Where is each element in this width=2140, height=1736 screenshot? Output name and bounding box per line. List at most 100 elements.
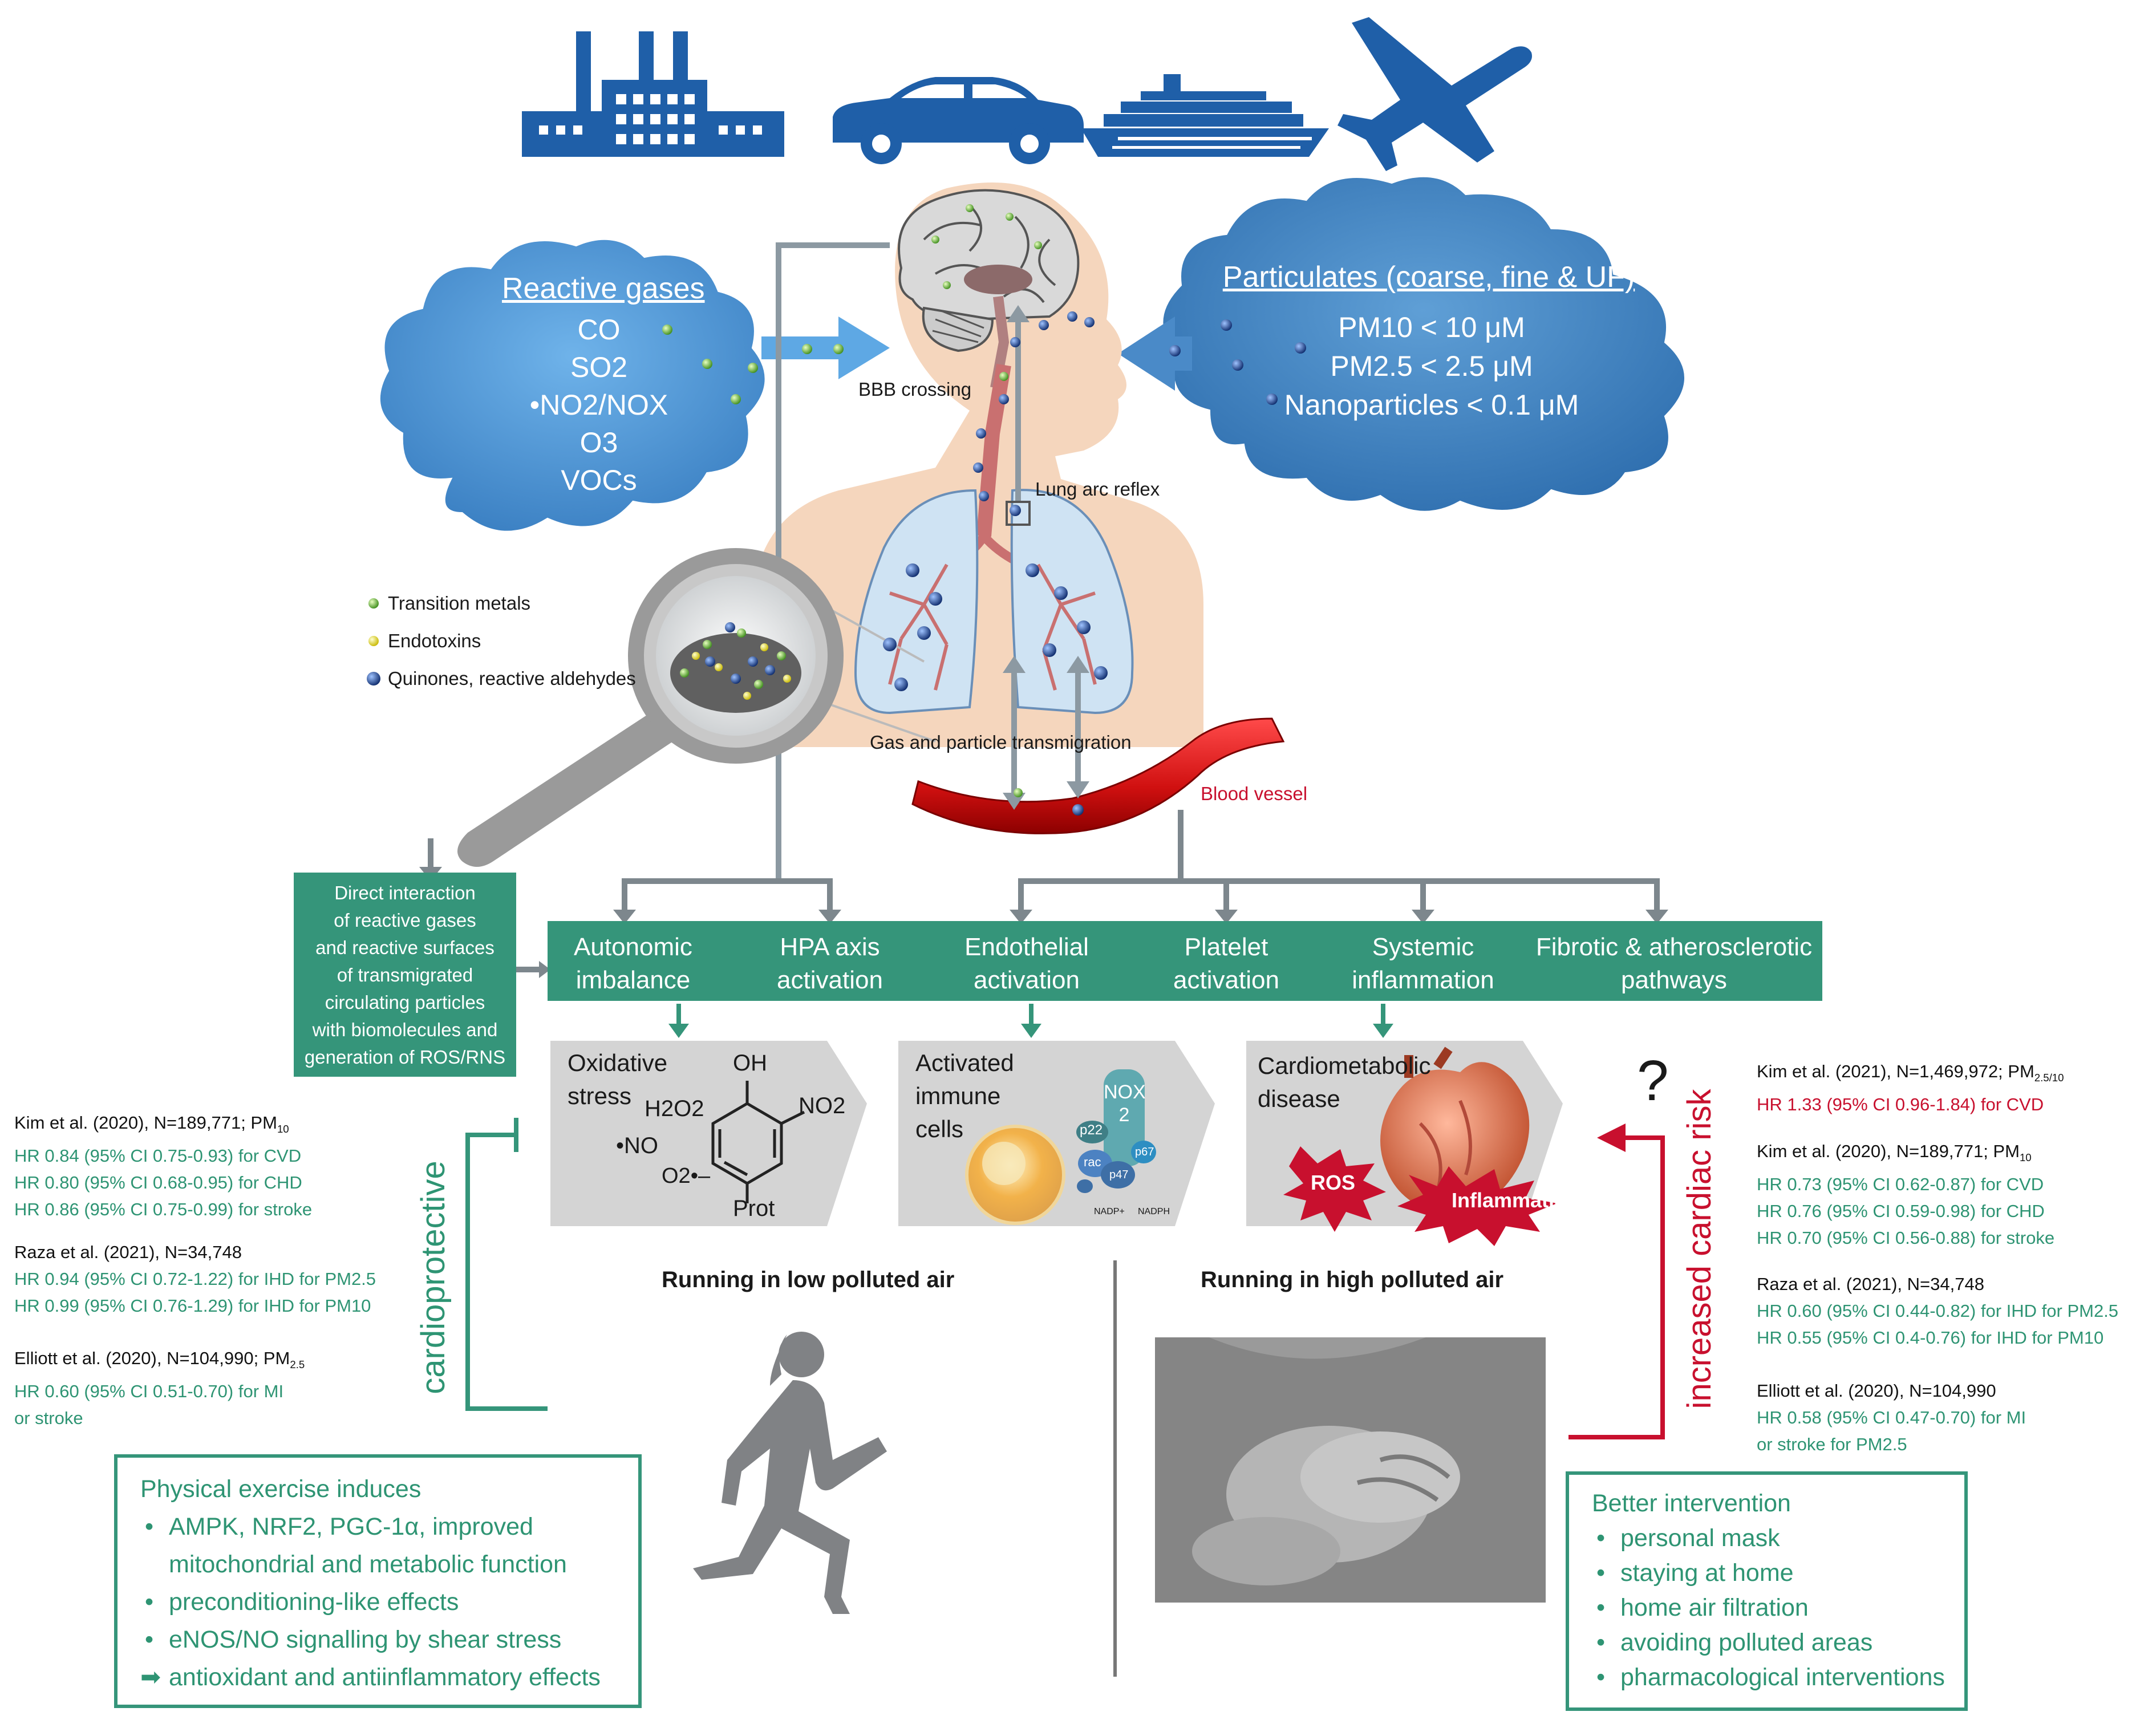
nox-l2: 2 <box>1118 1104 1130 1126</box>
exercise-result-text: antioxidant and antiinflammatory effects <box>169 1664 601 1691</box>
right-raza-head: Raza et al. (2021), N=34,748 <box>1757 1274 1984 1294</box>
pathway-systemic-l2: inflammation <box>1352 966 1494 994</box>
oxidative-l2: stress <box>568 1082 632 1109</box>
left-raza-pm10: HR 0.99 (95% CI 0.76-1.29) for IHD for P… <box>14 1296 371 1316</box>
exercise-item-enos: eNOS/NO signalling by shear stress <box>140 1621 638 1658</box>
right-kim20-chd: HR 0.76 (95% CI 0.59-0.98) for CHD <box>1757 1201 2045 1222</box>
left-study-elliott-2020: Elliott et al. (2020), N=104,990; PM2.5 … <box>14 1345 305 1431</box>
pathway-hpa-l1: HPA axis <box>780 933 880 961</box>
exercise-box: Physical exercise induces AMPK, NRF2, PG… <box>114 1454 642 1708</box>
pathway-endothelial-l1: Endothelial <box>964 933 1089 961</box>
immune-l3: cells <box>915 1116 964 1142</box>
gas-co: CO <box>577 314 621 346</box>
direct-interaction-box: Direct interaction of reactive gases and… <box>294 873 516 1077</box>
factory-icon <box>522 31 784 157</box>
nox-l1: NOX <box>1104 1081 1146 1103</box>
intervention-filtration: home air filtration <box>1592 1591 1964 1625</box>
pathway-platelet: Platelet activation <box>1141 931 1312 997</box>
gas-no2: •NO2/NOX <box>529 389 668 421</box>
right-raza-pm25: HR 0.60 (95% CI 0.44-0.82) for IHD for P… <box>1757 1301 2119 1321</box>
question-mark: ? <box>1637 1049 1669 1113</box>
legend-dots <box>367 598 380 686</box>
lungs <box>854 489 1134 715</box>
left-raza-head: Raza et al. (2021), N=34,748 <box>14 1242 242 1262</box>
pathways-bar <box>548 921 1822 1001</box>
reactive-gases-list: CO SO2 •NO2/NOX O3 VOCs <box>513 311 684 499</box>
intervention-avoid-text: avoiding polluted areas <box>1620 1629 1873 1656</box>
blood-vessel-label: Blood vessel <box>1201 783 1308 804</box>
intervention-home: staying at home <box>1592 1556 1964 1591</box>
gas-vocs: VOCs <box>561 464 637 496</box>
ros-label: ROS <box>1311 1171 1356 1194</box>
direct-line-5: circulating particles <box>325 992 485 1013</box>
increased-risk-label: increased cardiac risk <box>1681 1089 1719 1409</box>
h2o2-label: H2O2 <box>645 1096 704 1121</box>
right-study-kim-2021: Kim et al. (2021), N=1,469,972; PM2.5/10… <box>1757 1058 2064 1118</box>
ros-burst <box>1283 1146 1386 1232</box>
pathway-hpa-l2: activation <box>777 966 883 994</box>
running-high-label: Running in high polluted air <box>1201 1267 1504 1292</box>
particulates-cloud <box>1161 175 1687 513</box>
legend-transition-metals: Transition metals <box>388 593 531 614</box>
reactive-gases-cloud <box>378 237 767 533</box>
transmigration-label: Gas and particle transmigration <box>870 732 1132 753</box>
inflammation-label: Inflammation <box>1452 1189 1580 1212</box>
no2-group-label: NO2 <box>799 1093 846 1118</box>
gas-inflow-arrow <box>761 317 890 379</box>
intervention-box: Better intervention personal mask stayin… <box>1566 1471 1968 1711</box>
intervention-pharma: pharmacological interventions <box>1592 1660 1964 1695</box>
pathway-platelet-l1: Platelet <box>1184 933 1268 961</box>
bbb-label: BBB crossing <box>858 379 972 400</box>
nox2-complex <box>1076 1069 1156 1193</box>
nox-label: NOX 2 <box>1104 1081 1146 1126</box>
pathway-autonomic-l2: imbalance <box>575 966 691 994</box>
direct-line-6: with biomolecules and <box>312 1019 498 1040</box>
p22-label: p22 <box>1080 1122 1103 1138</box>
right-study-kim-2020: Kim et al. (2020), N=189,771; PM10 HR 0.… <box>1757 1138 2054 1251</box>
running-low-label: Running in low polluted air <box>662 1267 955 1292</box>
particulates-list: PM10 < 10 μM PM2.5 < 2.5 μM Nanoparticle… <box>1255 308 1608 424</box>
direct-line-2: of reactive gases <box>334 910 476 931</box>
left-kim-head-sub: 10 <box>277 1123 289 1135</box>
right-raza-pm10: HR 0.55 (95% CI 0.4-0.76) for IHD for PM… <box>1757 1328 2104 1348</box>
particle-inflow-arrow <box>1118 317 1192 391</box>
intervention-avoid: avoiding polluted areas <box>1592 1625 1964 1660</box>
left-elliott-stroke: or stroke <box>14 1408 83 1429</box>
pathway-connectors <box>428 810 1660 972</box>
car-icon <box>833 77 1084 164</box>
gas-so2: SO2 <box>570 351 628 383</box>
blood-vessel <box>911 717 1285 834</box>
intervention-title: Better intervention <box>1592 1490 1791 1517</box>
prot-label: Prot <box>733 1196 775 1221</box>
cardio-l2: disease <box>1258 1085 1340 1112</box>
pathway-autonomic-l1: Autonomic <box>574 933 692 961</box>
left-elliott-head: Elliott et al. (2020), N=104,990; PM <box>14 1348 290 1368</box>
left-kim-cvd: HR 0.84 (95% CI 0.75-0.93) for CVD <box>14 1146 302 1166</box>
pathway-systemic: Systemic inflammation <box>1338 931 1509 997</box>
right-kim21-head: Kim et al. (2021), N=1,469,972; PM <box>1757 1061 2034 1081</box>
runner-icon <box>693 1332 887 1614</box>
lung-reflex-arrow <box>1006 305 1031 526</box>
direct-line-7: generation of ROS/RNS <box>304 1047 506 1068</box>
pm25: PM2.5 < 2.5 μM <box>1330 350 1533 382</box>
legend-endotoxins: Endotoxins <box>388 630 481 651</box>
oxidative-l1: Oxidative <box>568 1049 668 1076</box>
right-kim21-cvd: HR 1.33 (95% CI 0.96-1.84) for CVD <box>1757 1094 2044 1115</box>
nanoparticles: Nanoparticles < 0.1 μM <box>1284 389 1579 421</box>
p47-label: p47 <box>1109 1169 1129 1181</box>
nadph-label: NADPH <box>1138 1207 1170 1216</box>
cardio-l1: Cardiometabolic <box>1258 1052 1431 1079</box>
left-kim-stroke: HR 0.86 (95% CI 0.75-0.99) for stroke <box>14 1199 313 1220</box>
pathway-fibrotic: Fibrotic & atherosclerotic pathways <box>1529 931 1819 997</box>
exercise-item-preconditioning: preconditioning-like effects <box>140 1583 638 1621</box>
left-kim-head: Kim et al. (2020), N=189,771; PM <box>14 1113 277 1133</box>
left-kim-chd: HR 0.80 (95% CI 0.68-0.95) for CHD <box>14 1173 302 1193</box>
exercise-item-ampk: AMPK, NRF2, PGC-1α, improved mitochondri… <box>140 1508 638 1583</box>
inflammation-burst <box>1397 1166 1557 1246</box>
right-elliott-stroke: or stroke for PM2.5 <box>1757 1434 1907 1454</box>
direct-line-4: of transmigrated <box>337 964 473 985</box>
exercise-item-ampk-text-2: mitochondrial and metabolic function <box>169 1551 567 1578</box>
right-kim20-head-sub: 10 <box>2019 1151 2032 1164</box>
ship-icon <box>1081 74 1329 157</box>
right-kim20-stroke: HR 0.70 (95% CI 0.56-0.88) for stroke <box>1757 1228 2055 1248</box>
